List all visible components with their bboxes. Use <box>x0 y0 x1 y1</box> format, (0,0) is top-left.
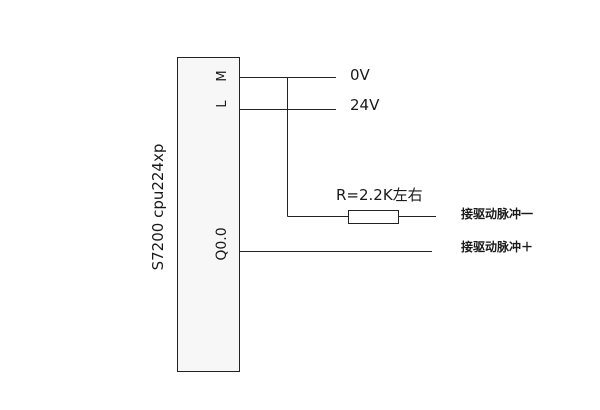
pin-label-m: M <box>215 70 230 81</box>
plc-model-label: S7200 cpu224xp <box>149 144 167 271</box>
pin-label-q00: Q0.0 <box>214 227 230 260</box>
pin-label-l: L <box>215 100 230 108</box>
plc-module-box <box>177 57 240 372</box>
output-label-pulse-minus: 接驱动脉冲一 <box>461 206 533 221</box>
rail-label-0v: 0V <box>350 66 371 84</box>
resistor-label: R=2.2K左右 <box>336 186 423 204</box>
rail-label-24v: 24V <box>350 96 380 114</box>
output-label-pulse-plus: 接驱动脉冲＋ <box>461 239 533 254</box>
resistor-body <box>348 210 399 224</box>
